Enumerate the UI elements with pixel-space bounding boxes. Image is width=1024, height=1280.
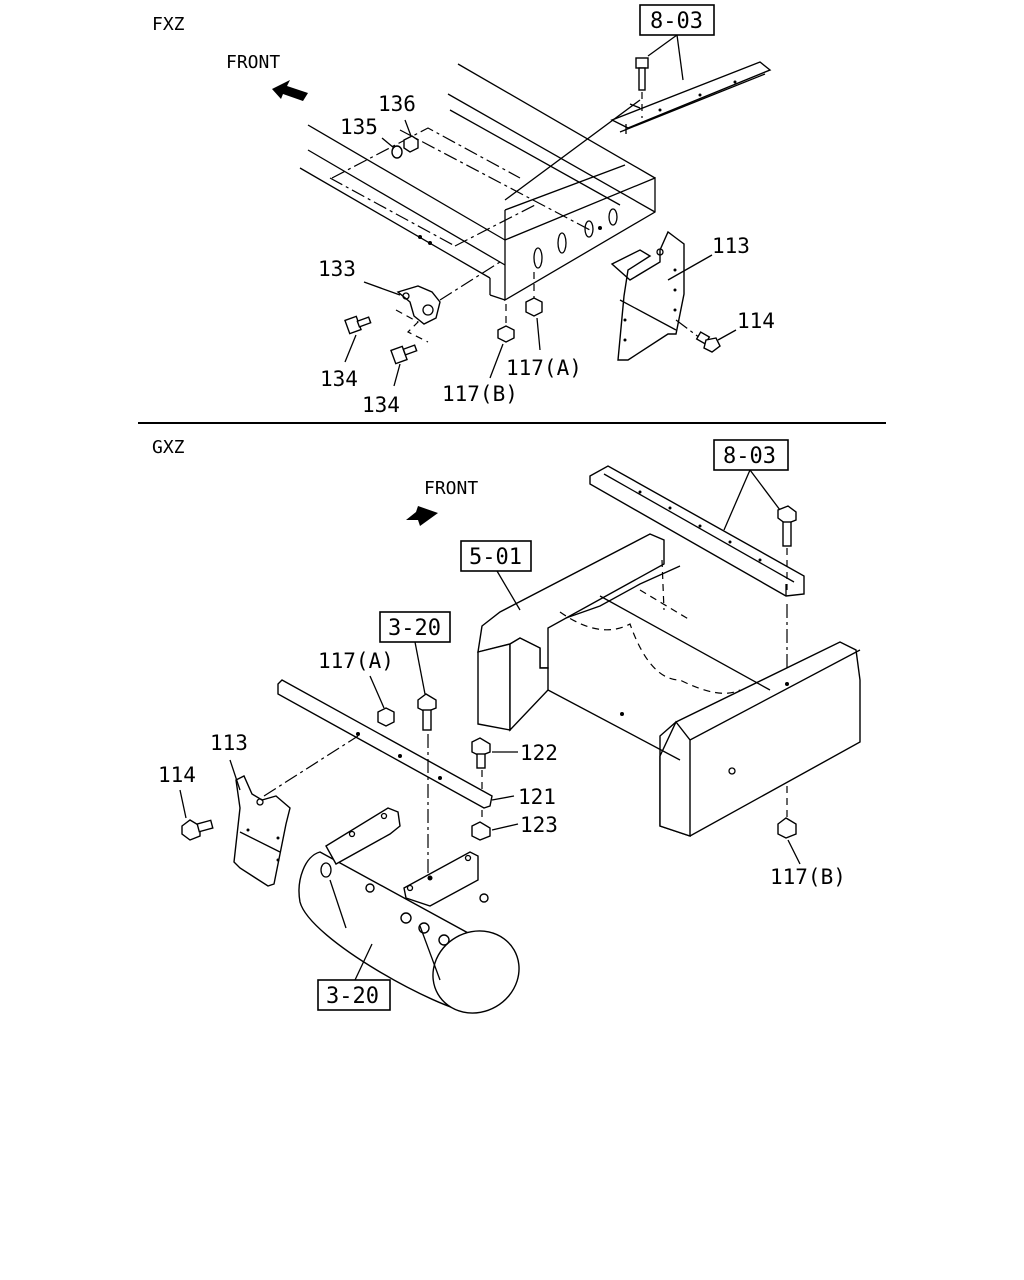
callout-136: 136 <box>378 92 416 116</box>
callout-134-left: 134 <box>320 367 358 391</box>
front-arrow-icon <box>272 80 308 101</box>
callout-121: 121 <box>518 785 556 809</box>
air-tank <box>298 807 520 1014</box>
callout-134-right: 134 <box>362 393 400 417</box>
ref-box-3-20-bottom: 3-20 <box>317 943 391 1011</box>
nut-117a-gxz <box>369 675 395 727</box>
callout-133: 133 <box>318 257 356 281</box>
callout-114-gxz: 114 <box>158 763 196 787</box>
ref-box-8-03-fxz: 8-03 <box>639 4 715 81</box>
bolt-134-right <box>390 344 418 387</box>
nut-117b-fxz <box>489 304 515 379</box>
nut-117b-gxz <box>777 786 801 865</box>
bracket-113-fxz <box>610 230 713 361</box>
callout-135: 135 <box>340 115 378 139</box>
callout-117b-gxz: 117(B) <box>770 865 846 889</box>
bolt-114-fxz <box>675 319 737 353</box>
callout-117b-fxz: 117(B) <box>442 382 518 406</box>
callout-114-fxz: 114 <box>737 309 775 333</box>
callout-117a-gxz: 117(A) <box>318 649 394 673</box>
bolt-114-gxz <box>179 789 214 841</box>
section-gxz: GXZ FRONT 8-03 <box>152 437 861 1014</box>
strap-121 <box>277 679 515 809</box>
tow-hook-133 <box>363 261 501 343</box>
frame-rail-fxz <box>299 63 656 302</box>
front-label-gxz: FRONT <box>424 478 478 499</box>
ref-box-3-20-top: 3-20 <box>379 611 451 880</box>
bolt-122 <box>471 737 518 790</box>
crossmember-fxz <box>610 61 772 134</box>
callout-122: 122 <box>520 741 558 765</box>
chassis-frame-gxz <box>477 533 861 837</box>
ref-frame-gxz: 8-03 <box>723 444 776 469</box>
front-arrow-icon <box>406 506 438 526</box>
front-label-fxz: FRONT <box>226 52 280 73</box>
callout-113-gxz: 113 <box>210 731 248 755</box>
ref-chassis: 5-01 <box>469 545 522 570</box>
nut-136 <box>403 119 419 153</box>
bolt-gxz-top <box>777 505 797 684</box>
section-label-fxz: FXZ <box>152 14 185 35</box>
callout-123: 123 <box>520 813 558 837</box>
ref-box-8-03-gxz: 8-03 <box>713 439 789 531</box>
ref-tank-top: 3-20 <box>388 616 441 641</box>
callout-117a-fxz: 117(A) <box>506 356 582 380</box>
ref-tank-bottom: 3-20 <box>326 984 379 1009</box>
ref-frame-fxz: 8-03 <box>650 9 703 34</box>
ref-box-5-01: 5-01 <box>460 540 532 611</box>
nut-117a-fxz <box>525 272 543 351</box>
section-fxz: FXZ FRONT <box>152 4 775 417</box>
crossmember-gxz <box>589 465 805 597</box>
bolt-134-left <box>344 315 372 363</box>
section-label-gxz: GXZ <box>152 437 185 458</box>
callout-113-fxz: 113 <box>712 234 750 258</box>
nut-123 <box>471 810 519 841</box>
bracket-113-gxz <box>229 735 359 887</box>
washer-135 <box>381 137 403 159</box>
bolt-fxz-top <box>635 57 649 118</box>
